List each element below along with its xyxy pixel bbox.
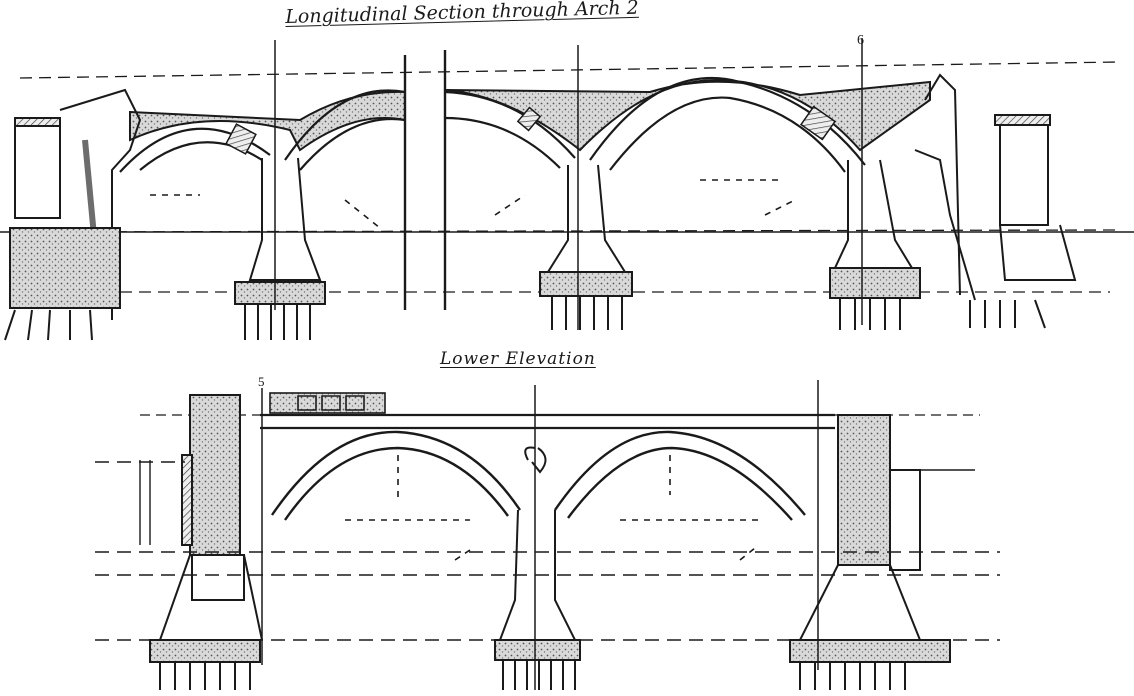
bottom-arches: [271, 430, 806, 521]
section-mark-5: 5: [258, 374, 265, 389]
longitudinal-section: [0, 38, 1134, 341]
left-tower: [139, 394, 263, 690]
left-abutment: [4, 88, 142, 341]
section-mark-6: 6: [857, 33, 864, 48]
spandrel-fill-right: [444, 78, 931, 152]
right-abutment: [914, 73, 1077, 329]
section-mark-lines-top: [274, 38, 863, 330]
spandrel-fill: [129, 90, 406, 152]
parapet-panels: [269, 392, 386, 414]
top-piers: [248, 157, 914, 281]
right-tower: [789, 414, 975, 690]
section-mark-lines-bottom: [261, 380, 819, 690]
opening-dashes-top: [150, 179, 796, 229]
water-lines-bottom: [95, 461, 1000, 641]
voussoir-highlights: [225, 105, 837, 155]
keystone-ornament: [524, 446, 547, 474]
opening-dashes-bottom: [345, 455, 760, 561]
top-foundations: [234, 267, 921, 340]
top-arches: [119, 77, 866, 173]
central-pier-cut: [403, 50, 447, 310]
elevation: [95, 380, 1000, 690]
bottom-central-pier: [494, 509, 581, 690]
bottom-drawing-title: Lower Elevation: [440, 349, 596, 369]
